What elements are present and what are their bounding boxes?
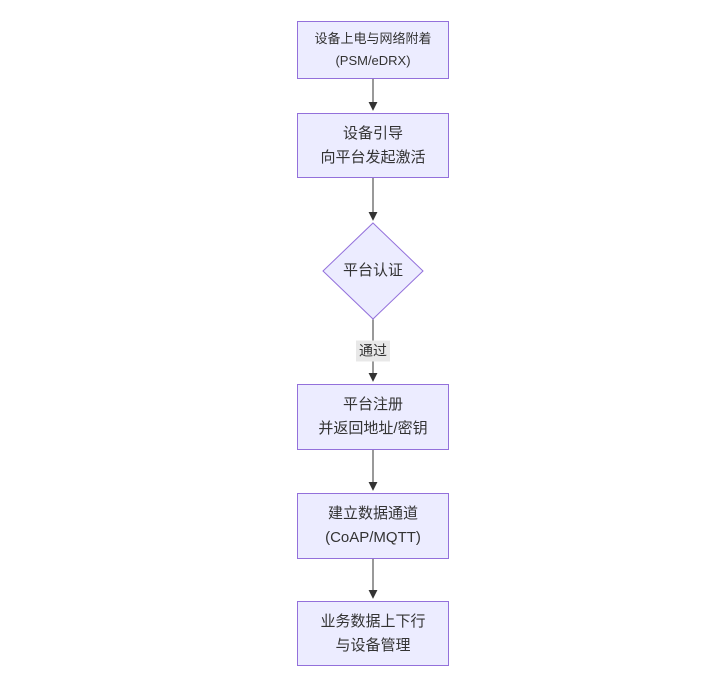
node-label-line: (CoAP/MQTT) <box>325 529 421 546</box>
flow-node-business-data: 业务数据上下行 与设备管理 <box>297 601 449 666</box>
decision-diamond-platform-auth <box>322 222 424 320</box>
node-label-line: 向平台发起激活 <box>320 148 426 166</box>
node-label-line: 与设备管理 <box>335 636 411 654</box>
node-label-line: 设备引导 <box>342 124 403 142</box>
decision-label-platform-auth: 平台认证 <box>342 262 403 279</box>
node-label-line: 并返回地址/密钥 <box>318 420 428 437</box>
node-label-line: 平台注册 <box>342 396 403 413</box>
flow-node-bootstrap: 设备引导 向平台发起激活 <box>297 113 449 178</box>
flow-node-register: 平台注册 并返回地址/密钥 <box>297 384 449 450</box>
flow-node-power-attach: 设备上电与网络附着 (PSM/eDRX) <box>297 21 449 79</box>
edge-label-pass: 通过 <box>356 340 390 362</box>
node-label-line: 建立数据通道 <box>327 505 418 522</box>
node-label-line: 设备上电与网络附着 <box>314 30 432 46</box>
node-label-line: (PSM/eDRX) <box>335 53 411 68</box>
flow-node-data-channel: 建立数据通道 (CoAP/MQTT) <box>297 493 449 559</box>
node-label-line: 业务数据上下行 <box>320 612 426 630</box>
